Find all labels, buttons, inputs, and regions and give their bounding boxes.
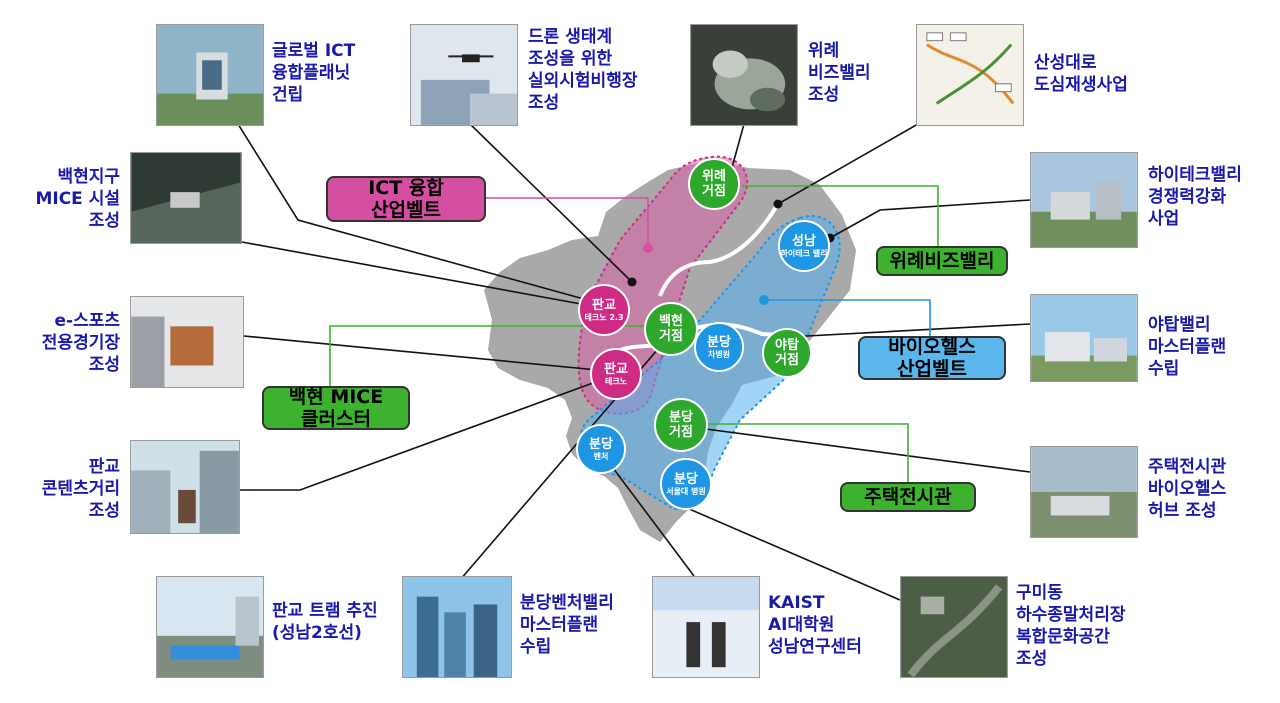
photo-housing: [1030, 446, 1138, 538]
photo-yatap: [1030, 294, 1138, 382]
photo-tram: [156, 576, 264, 678]
housing-connector: [704, 423, 909, 484]
photo-sanseong-map: [916, 24, 1024, 126]
photo-bundang-venture: [402, 576, 512, 678]
photo-ict-center: [156, 24, 264, 126]
tag-wirye-valley: 위례비즈밸리: [876, 246, 1008, 276]
ict-belt-connector: [486, 197, 649, 246]
label-tram: 판교 트램 추진(성남2호선): [272, 601, 378, 643]
photo-kaist: [652, 576, 760, 678]
photo-hitech: [1030, 152, 1138, 248]
photo-esports: [130, 296, 244, 388]
photo-drone: [410, 24, 518, 126]
tag-housing-hall: 주택전시관: [840, 482, 976, 512]
photo-pangyo-contents: [130, 440, 240, 534]
photo-gumi: [900, 576, 1008, 678]
ict-belt-dot: [643, 243, 653, 253]
baekhyeon-connector: [329, 325, 650, 388]
photo-baekhyeon-mice: [130, 152, 242, 244]
road-white-2: [658, 199, 782, 297]
wirye-connector: [742, 185, 939, 248]
photo-wirye-biz: [690, 24, 798, 126]
bio-belt-connector: [764, 299, 931, 336]
bio-belt-dot: [759, 295, 769, 305]
connector-lines: [237, 123, 1031, 601]
